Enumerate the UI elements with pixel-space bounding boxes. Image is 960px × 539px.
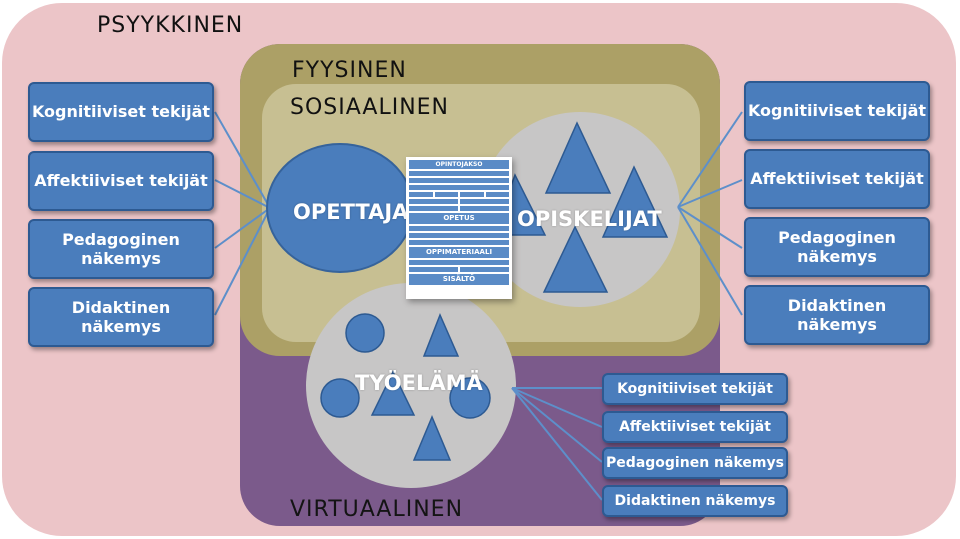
bottom-box-affektiiviset: Affektiiviset tekijät (602, 411, 788, 443)
tyoelama-circle-shape (345, 313, 385, 353)
document-sisalto: SISÄLTÖ (409, 274, 509, 285)
opiskelijat-triangle (601, 165, 669, 238)
tyoelama-triangle (412, 415, 452, 461)
opettaja-label: OPETTAJA (293, 200, 409, 224)
opiskelijat-label: OPISKELIJAT (517, 207, 662, 231)
left-box-didaktinen: Didaktinen näkemys (28, 287, 214, 347)
document-line (409, 233, 509, 238)
document-oppimateriaali: OPPIMATERIAALI (409, 247, 509, 258)
sosiaalinen-heading: SOSIAALINEN (290, 95, 450, 120)
document-line (409, 260, 509, 265)
left-box-kognitiiviset: Kognitiiviset tekijät (28, 82, 214, 142)
bottom-box-pedagoginen: Pedagoginen näkemys (602, 447, 788, 479)
document-line (409, 171, 509, 176)
document-title: OPINTOJAKSO (409, 160, 509, 169)
tyoelama-circle-shape (320, 378, 360, 418)
tyoelama-circle-shape (449, 377, 491, 419)
opiskelijat-triangle (544, 121, 612, 194)
virtuaalinen-heading: VIRTUAALINEN (290, 497, 464, 522)
document-line (409, 240, 509, 245)
left-box-affektiiviset: Affektiiviset tekijät (28, 151, 214, 211)
document-opetus: OPETUS (409, 213, 509, 224)
document-split-row (409, 192, 509, 197)
right-box-didaktinen: Didaktinen näkemys (744, 285, 930, 345)
document-line (409, 178, 509, 183)
right-box-affektiiviset: Affektiiviset tekijät (744, 149, 930, 209)
opiskelijat-triangle (542, 225, 609, 293)
left-box-pedagoginen: Pedagoginen näkemys (28, 219, 214, 279)
document-line (409, 185, 509, 190)
psyykkinen-heading: PSYYKKINEN (97, 13, 244, 38)
bottom-box-kognitiiviset: Kognitiiviset tekijät (602, 373, 788, 405)
document-split-row (409, 267, 509, 272)
right-box-kognitiiviset: Kognitiiviset tekijät (744, 81, 930, 141)
bottom-box-didaktinen: Didaktinen näkemys (602, 485, 788, 517)
document-line (409, 226, 509, 231)
right-box-pedagoginen: Pedagoginen näkemys (744, 217, 930, 277)
tyoelama-triangle (370, 370, 416, 416)
course-document: OPINTOJAKSO OPETUS OPPIMATERIAALI SISÄLT… (406, 157, 512, 299)
tyoelama-triangle (422, 313, 460, 357)
document-split-row (409, 206, 509, 211)
tyoelama-label: TYÖELÄMÄ (355, 371, 483, 395)
opettaja-ellipse (266, 143, 414, 273)
document-split-row (409, 199, 509, 204)
fyysinen-heading: FYYSINEN (292, 58, 407, 83)
